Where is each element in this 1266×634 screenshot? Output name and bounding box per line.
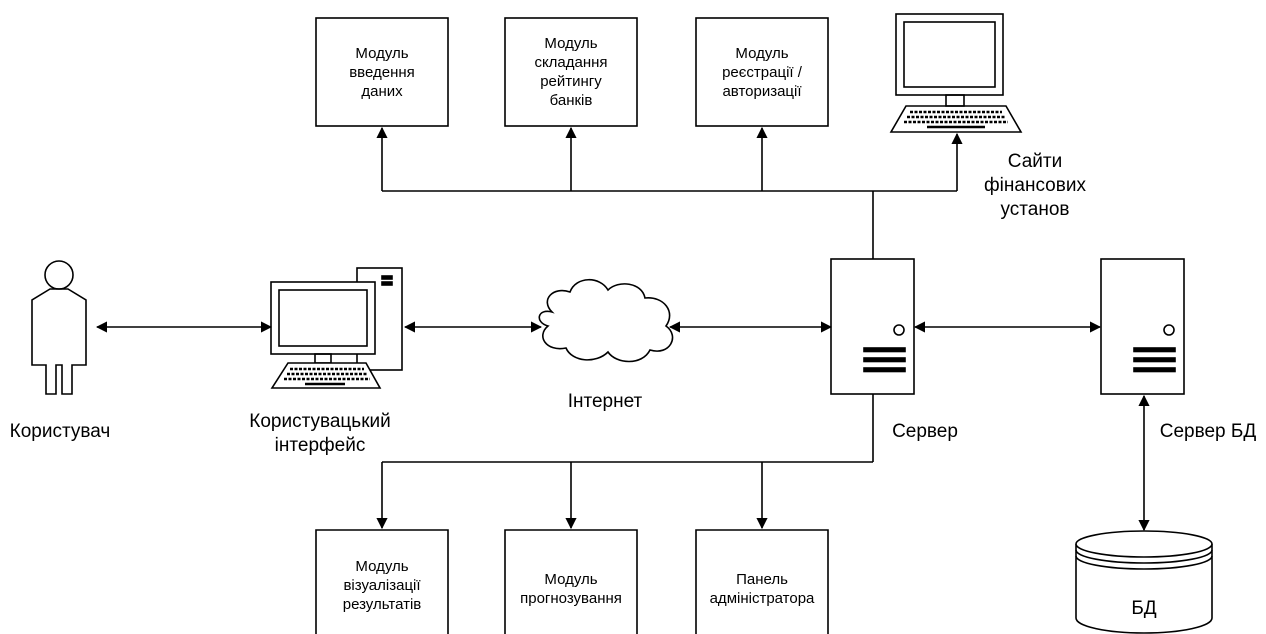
internet-cloud-icon [538, 278, 674, 363]
module-auth-box [695, 17, 829, 127]
db-server-label: Сервер БД [1159, 421, 1257, 442]
server-label: Сервер [892, 421, 958, 442]
user-label: Користувач [9, 421, 111, 442]
user-interface-label: Користувацький інтерфейс [249, 411, 391, 456]
admin-panel-box [695, 529, 829, 634]
module-visualization-label: Модуль візуалізації результатів [342, 558, 422, 613]
laptop-icon [889, 13, 1023, 133]
module-forecasting-label: Модуль прогнозування [520, 571, 622, 607]
module-auth-label: Модуль реєстрації / авторизації [722, 45, 802, 100]
db-label: БД [1131, 598, 1157, 619]
bottom-bus-line [382, 394, 874, 463]
desktop-computer-icon [270, 267, 403, 389]
database-icon [1075, 530, 1213, 634]
finance-sites-label: Сайти фінансових установ [984, 151, 1086, 220]
module-data-input-box [315, 17, 449, 127]
server-icon [830, 258, 915, 395]
admin-panel-label: Панель адміністратора [709, 571, 815, 607]
internet-label: Інтернет [567, 391, 643, 412]
module-bank-rating-label: Модуль складання рейтингу банків [534, 35, 608, 109]
user-icon [31, 260, 87, 395]
module-forecasting-box [504, 529, 638, 634]
module-data-input-label: Модуль введення даних [349, 45, 415, 100]
module-bank-rating-box [504, 17, 638, 127]
db-server-icon [1100, 258, 1185, 395]
module-visualization-box [315, 529, 449, 634]
top-bus-line [382, 190, 957, 259]
